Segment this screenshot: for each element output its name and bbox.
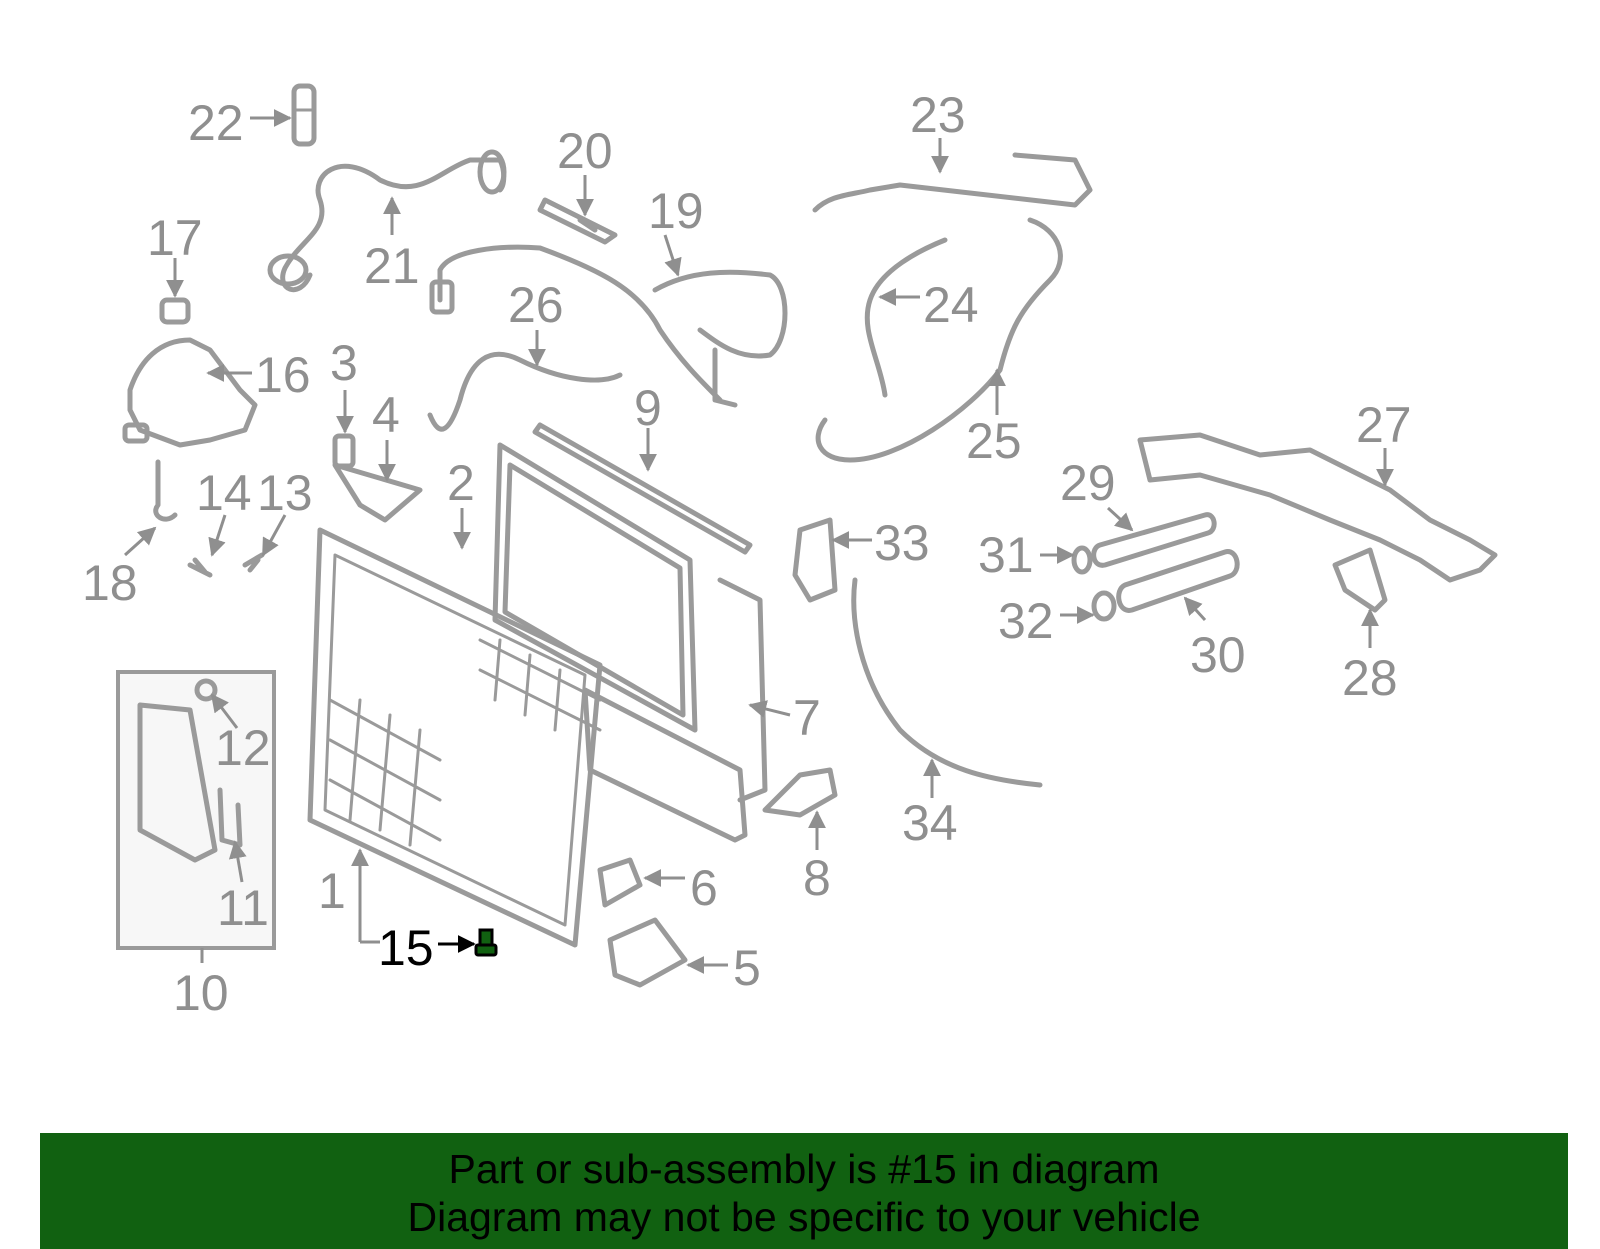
callout-12: 12 <box>215 720 271 776</box>
callout-7: 7 <box>793 690 821 746</box>
info-banner: Part or sub-assembly is #15 in diagram D… <box>40 1133 1568 1249</box>
callout-13: 13 <box>257 465 313 521</box>
callout-18: 18 <box>82 555 138 611</box>
callout-25: 25 <box>966 413 1022 469</box>
part-20-bracket <box>537 197 618 245</box>
part-6-bracket <box>597 857 643 908</box>
callout-26: 26 <box>508 277 564 333</box>
callout-24: 24 <box>923 277 979 333</box>
part-30-tube <box>1116 549 1240 613</box>
part-16-17-reservoir <box>122 297 258 448</box>
callout-34: 34 <box>902 795 958 851</box>
part-9-strip <box>532 422 753 555</box>
callout-28: 28 <box>1342 650 1398 706</box>
callout-16: 16 <box>255 347 311 403</box>
callout-8: 8 <box>803 850 831 906</box>
callout-14: 14 <box>196 465 252 521</box>
part-3 <box>332 433 356 469</box>
part-14 <box>187 557 213 578</box>
callout-33: 33 <box>874 515 930 571</box>
banner-line-1: Part or sub-assembly is #15 in diagram <box>448 1146 1160 1192</box>
callout-29: 29 <box>1060 455 1116 511</box>
part-22-sensor <box>291 83 317 147</box>
part-19-hose <box>437 244 723 403</box>
callout-21: 21 <box>364 238 420 294</box>
callout-5: 5 <box>733 940 761 996</box>
part-24-hose <box>864 237 948 398</box>
part-15-bolt[interactable] <box>474 928 498 957</box>
part-32-oring <box>1091 590 1117 622</box>
callout-10: 10 <box>173 965 229 1021</box>
part-4-bracket <box>332 462 423 523</box>
callout-32: 32 <box>998 593 1054 649</box>
part-23-pipe <box>812 152 1093 213</box>
part-34-hose <box>851 577 1043 788</box>
callout-27: 27 <box>1356 397 1412 453</box>
part-27-manifold <box>1137 432 1498 583</box>
part-7-shroud <box>582 577 768 843</box>
callout-20: 20 <box>557 123 613 179</box>
callout-17: 17 <box>147 210 203 266</box>
callout-19: 19 <box>648 183 704 239</box>
callout-15[interactable]: 15 <box>378 920 434 976</box>
part-8-bracket <box>762 767 838 818</box>
part-29-tube <box>1091 512 1217 568</box>
part-33-valve <box>792 517 838 603</box>
callout-3: 3 <box>330 335 358 391</box>
banner-line-2: Diagram may not be specific to your vehi… <box>407 1194 1201 1240</box>
callout-11: 11 <box>217 880 269 936</box>
part-31-oring <box>1071 545 1093 575</box>
callout-9: 9 <box>634 380 662 436</box>
callout-30: 30 <box>1190 627 1246 683</box>
part-26-hose <box>427 351 623 432</box>
part-5-bracket <box>607 917 688 988</box>
callout-23: 23 <box>910 87 966 143</box>
part-18 <box>153 459 178 522</box>
part-2-frame <box>492 442 698 733</box>
part-1-radiator <box>307 527 603 948</box>
part-28-gasket <box>1332 547 1388 613</box>
callout-22: 22 <box>188 95 244 151</box>
callout-6: 6 <box>690 860 718 916</box>
callout-4: 4 <box>372 387 400 443</box>
callout-labels: 1 2 3 4 5 6 7 8 9 10 11 12 13 14 15 16 1… <box>82 87 1412 1021</box>
part-13 <box>242 552 265 573</box>
leader-lines <box>123 109 1394 974</box>
callout-1: 1 <box>318 863 346 919</box>
callout-31: 31 <box>978 527 1034 583</box>
callout-2: 2 <box>447 455 475 511</box>
part-25-hose <box>815 217 1063 463</box>
